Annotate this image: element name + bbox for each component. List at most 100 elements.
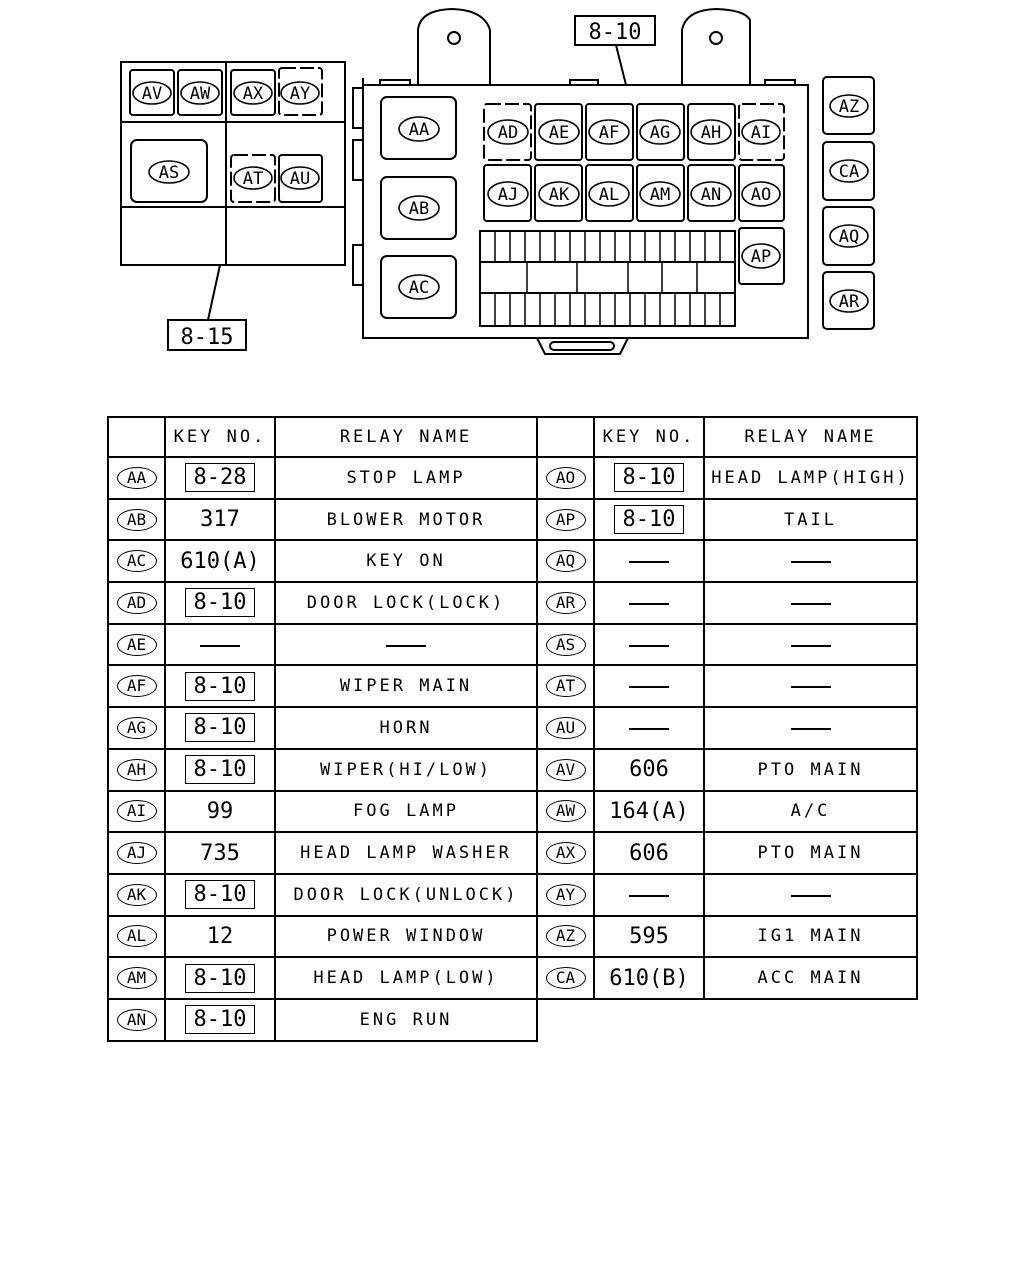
key-no: 12: [206, 923, 234, 949]
relay-code: AY: [545, 883, 586, 906]
relay-code-cell: AO: [536, 456, 595, 500]
block-8-15-outline: [120, 61, 346, 266]
relay-name-cell: WIPER(HI/LOW): [274, 747, 538, 792]
relay-name-cell: [703, 872, 918, 917]
key-no: 99: [206, 798, 234, 824]
relay-name-cell: [703, 664, 918, 709]
relay-code: AE: [116, 633, 157, 656]
table-row: AE AS: [107, 622, 918, 667]
key-no-cell: 8-10: [164, 581, 276, 625]
key-no-boxed: 8-10: [184, 880, 256, 910]
socket-oval: [829, 94, 869, 118]
relay-code-cell: AQ: [536, 539, 595, 584]
key-no-cell: 8-28: [164, 456, 276, 500]
relay-name: ENG RUN: [359, 1009, 453, 1030]
key-no-boxed: 8-10: [184, 671, 256, 701]
relay-name-cell: A/C: [703, 789, 918, 834]
socket-oval: [588, 181, 630, 207]
socket-label: AC: [409, 278, 429, 298]
table-row: AC 610(A) KEY ON AQ: [107, 539, 918, 584]
key-no-cell: [593, 622, 705, 667]
empty-dash: [629, 727, 669, 730]
key-no-cell: 610(A): [164, 539, 276, 584]
relay-name-cell: HEAD LAMP(LOW): [274, 956, 538, 1000]
socket-label: AX: [243, 84, 264, 104]
empty-dash: [200, 644, 240, 647]
socket-oval: [639, 119, 681, 145]
relay-code: AS: [545, 633, 586, 656]
relay-code-cell: AF: [107, 664, 166, 709]
empty-dash: [629, 894, 669, 897]
relay-code: AD: [116, 591, 157, 614]
header-relay-left: RELAY NAME: [274, 416, 538, 458]
socket-oval: [690, 119, 732, 145]
socket-oval: [829, 159, 869, 183]
relay-name-cell: KEY ON: [274, 539, 538, 584]
relay-name-cell: [703, 706, 918, 750]
socket-oval: [280, 166, 320, 190]
socket-oval: [829, 289, 869, 313]
table-row: AN 8-10 ENG RUN: [107, 997, 917, 1042]
key-no-cell: [593, 581, 705, 625]
key-no-cell: 606: [593, 831, 705, 875]
block-8-10-ref: 8-10: [589, 20, 642, 45]
relay-name-cell: FOG LAMP: [274, 789, 538, 834]
relay-name-cell: DOOR LOCK(LOCK): [274, 581, 538, 625]
socket-label: AY: [290, 84, 310, 104]
relay-code-cell: AR: [536, 581, 595, 625]
relay-code: AU: [545, 716, 586, 739]
socket-label: AS: [159, 163, 179, 183]
empty-cell: [594, 999, 704, 1041]
relay-code-cell: AA: [107, 456, 166, 500]
socket-oval: [741, 181, 781, 207]
key-no-cell: [593, 872, 705, 917]
relay-name: DOOR LOCK(UNLOCK): [293, 884, 519, 905]
socket-oval: [398, 274, 440, 300]
empty-dash: [790, 727, 831, 730]
socket-oval: [233, 166, 273, 190]
table-header-row: KEY NO. RELAY NAME KEY NO. RELAY NAME: [107, 416, 918, 458]
key-no: 735: [200, 840, 240, 866]
relay-name: KEY ON: [366, 551, 446, 572]
relay-code: AI: [116, 800, 157, 823]
relay-code-cell: AD: [107, 581, 166, 625]
key-no-cell: [593, 539, 705, 584]
socket-label: AF: [599, 123, 619, 143]
key-no: 610(A): [180, 548, 260, 574]
relay-code-cell: AN: [107, 997, 166, 1042]
key-no-cell: 8-10: [164, 747, 276, 792]
socket-label: AA: [409, 120, 429, 140]
relay-code-cell: AW: [536, 789, 595, 834]
relay-name: ACC MAIN: [757, 968, 864, 989]
relay-name-cell: [274, 622, 538, 667]
relay-code-cell: AC: [107, 539, 166, 584]
empty-dash: [790, 644, 831, 647]
socket-label: AE: [549, 123, 569, 143]
relay-code: AX: [545, 842, 586, 865]
socket-label: AD: [498, 123, 518, 143]
relay-code: CA: [545, 967, 586, 990]
relay-name-cell: HEAD LAMP(HIGH): [703, 456, 918, 500]
relay-code: AC: [116, 550, 157, 573]
socket-oval: [398, 116, 440, 142]
socket-oval: [741, 243, 781, 269]
socket-label: AH: [701, 123, 721, 143]
relay-code-cell: AV: [536, 747, 595, 792]
key-no-cell: 606: [593, 747, 705, 792]
key-no-boxed: 8-28: [184, 463, 256, 493]
relay-code-cell: AS: [536, 622, 595, 667]
relay-code-cell: AE: [107, 622, 166, 667]
key-no-boxed: 8-10: [184, 755, 256, 785]
key-no-boxed: 8-10: [184, 713, 256, 743]
relay-name: HEAD LAMP WASHER: [300, 843, 512, 864]
key-no-cell: 12: [164, 914, 276, 959]
empty-cell: [704, 999, 917, 1041]
key-no-boxed: 8-10: [184, 1005, 256, 1035]
socket-oval: [233, 81, 273, 105]
